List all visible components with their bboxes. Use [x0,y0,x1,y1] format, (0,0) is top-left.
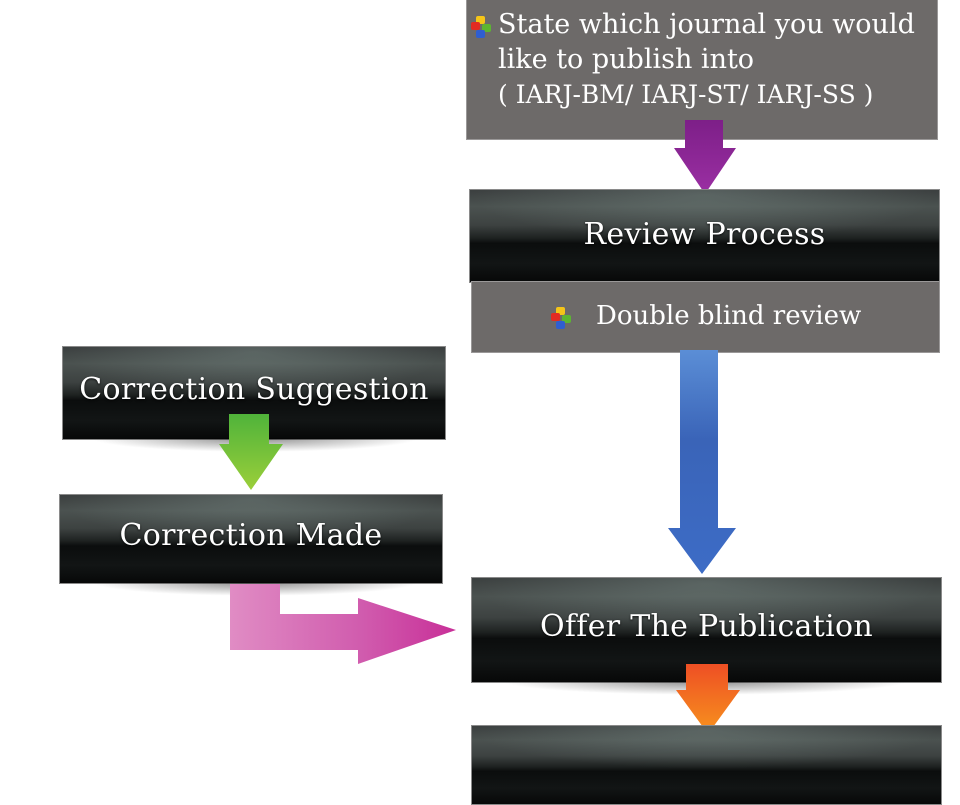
step-label: Correction Suggestion [79,371,429,407]
journal-selection-panel: State which journal you would like to pu… [466,0,938,140]
panel-line: like to publish into [498,44,755,75]
arrow-to-offer-publication [668,350,736,574]
arrow-to-correction-made [219,414,283,490]
arrow-to-correction-suggestion [452,368,682,442]
step-label: Review Process [583,216,826,252]
review-detail-text: Double blind review [596,301,862,331]
arrow-to-review-process [674,120,736,194]
step-label: Offer The Publication [540,608,873,644]
step-correction-made: Correction Made [59,494,443,584]
arrow-from-correction-made [230,584,456,664]
step-label: Correction Made [119,517,383,553]
panel-line: ( IARJ-BM/ IARJ-ST/ IARJ-SS ) [498,80,874,109]
step-review-process: Review Process [469,189,940,283]
review-detail-panel: Double blind review [471,281,940,353]
arrow-to-next-step [676,664,740,734]
colored-cubes-icon [471,16,491,38]
panel-line: State which journal you would [498,9,915,40]
colored-cubes-icon [471,0,485,1]
colored-cubes-icon [551,307,571,329]
step-correction-suggestion: Correction Suggestion [62,346,446,440]
step-bottom-clipped [471,725,942,805]
